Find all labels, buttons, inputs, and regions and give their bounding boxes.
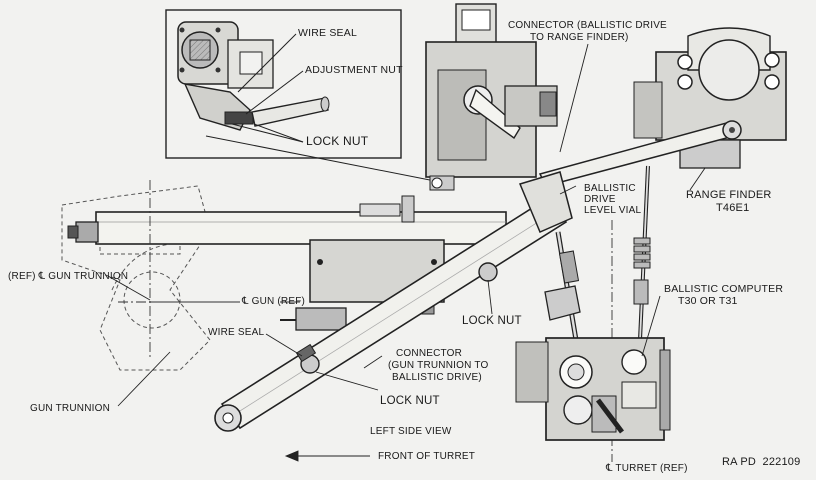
leader-lines [107,43,706,462]
label-adjustment-nut: ADJUSTMENT NUT [305,64,403,76]
label-front-of-turret: FRONT OF TURRET [378,451,476,462]
ballistic-computer [515,337,671,441]
range-finder [633,27,787,169]
label-gun-trunnion-ref: (REF) ℄ GUN TRUNNION [8,271,129,282]
inset-detail [165,9,402,159]
label-ballistic-2: DRIVE [584,194,616,205]
label-connector-trunnion-2: (GUN TRUNNION TO [388,360,489,371]
label-connector-trunnion-1: CONNECTOR [396,348,463,359]
label-ballistic-computer-model: T30 OR T31 [678,295,738,307]
label-lock-nut-inset: LOCK NUT [306,134,369,148]
label-gun-ref: ℄ GUN (REF) [242,296,306,307]
label-gun-trunnion: GUN TRUNNION [30,403,110,414]
connector-rod-trunnion [214,171,573,432]
label-ra-pd-number: RA PD 222109 [722,456,801,468]
label-range-finder-model: T46E1 [716,202,750,214]
label-lock-nut-lower: LOCK NUT [380,395,440,407]
label-range-finder: RANGE FINDER [686,189,772,201]
gun-barrel [67,195,507,245]
label-ballistic-computer: BALLISTIC COMPUTER [664,283,784,295]
label-lock-nut-mid: LOCK NUT [462,315,522,327]
label-wire-seal-lower: WIRE SEAL [208,327,265,338]
drive-shafts [544,165,651,341]
label-ballistic-3: LEVEL VIAL [584,205,642,216]
label-turret-ref: ℄ TURRET (REF) [606,463,688,474]
label-wire-seal-inset: WIRE SEAL [298,27,357,39]
ballistic-drive [425,3,558,191]
label-connector-trunnion-3: BALLISTIC DRIVE) [392,372,482,383]
label-left-side-view: LEFT SIDE VIEW [370,426,452,437]
label-ballistic-1: BALLISTIC [584,183,636,194]
label-connector-rangefinder-2: TO RANGE FINDER) [530,32,629,43]
label-connector-rangefinder-1: CONNECTOR (BALLISTIC DRIVE [508,20,667,31]
